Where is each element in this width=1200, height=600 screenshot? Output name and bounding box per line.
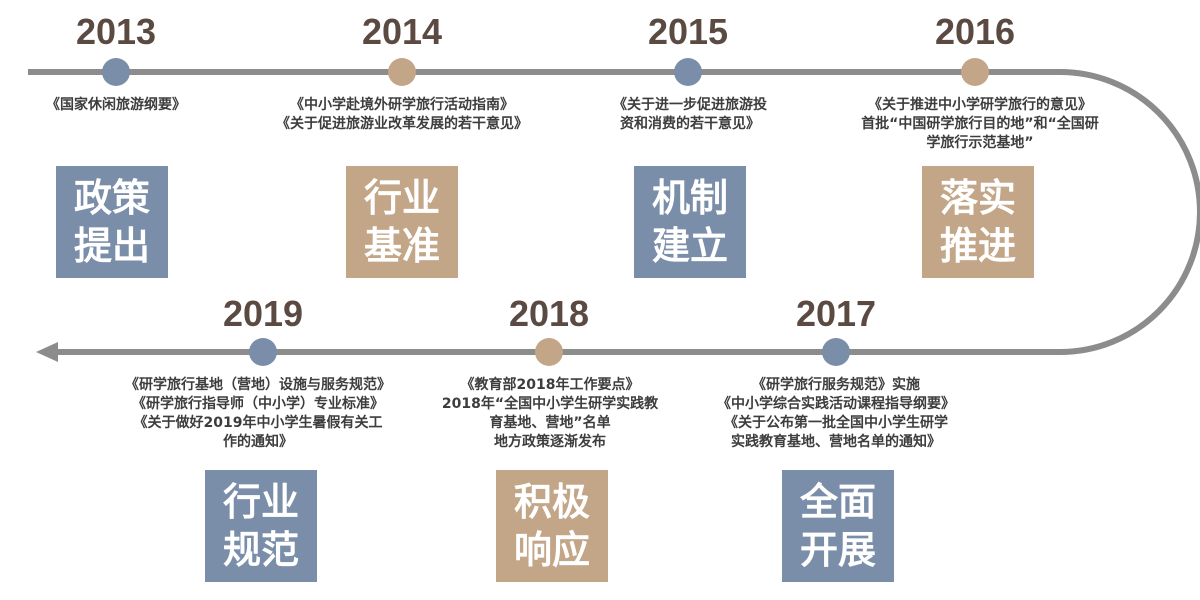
stage-box-2017: 全面 开展 bbox=[782, 470, 894, 582]
year-2017: 2017 bbox=[795, 293, 877, 334]
stage-box-2016: 落实 推进 bbox=[922, 166, 1034, 278]
policy-list-2017: 《研学旅行服务规范》实施 《中小学综合实践活动课程指导纲要》 《关于公布第一批全… bbox=[676, 376, 996, 452]
stage-label-line: 提出 bbox=[73, 224, 150, 268]
stage-label-line: 基准 bbox=[363, 224, 440, 268]
policy-line: 首批“中国研学旅行目的地”和“全国研 bbox=[861, 116, 1099, 132]
stage-label-line: 建立 bbox=[651, 224, 728, 268]
stage-label-line: 推进 bbox=[939, 224, 1016, 268]
policy-line: 《关于做好2019年中小学生暑假有关工 bbox=[133, 415, 383, 431]
year-2018: 2018 bbox=[508, 293, 590, 334]
stage-label-line: 政策 bbox=[73, 176, 150, 220]
policy-line: 学旅行示范基地” bbox=[926, 135, 1034, 151]
timeline-dot-2017 bbox=[822, 338, 850, 366]
stage-box-2015: 机制 建立 bbox=[634, 166, 746, 278]
policy-line: 育基地、营地”名单 bbox=[489, 415, 611, 431]
policy-line: 《关于公布第一批全国中小学生研学 bbox=[724, 415, 948, 431]
timeline-dot-2018 bbox=[535, 338, 563, 366]
year-2019: 2019 bbox=[222, 293, 304, 334]
policy-list-2015: 《关于进一步促进旅游投 资和消费的若干意见》 bbox=[530, 96, 850, 134]
policy-line: 《教育部2018年工作要点》 bbox=[460, 377, 640, 393]
policy-list-2013: 《国家休闲旅游纲要》 bbox=[0, 96, 276, 115]
policy-line: 《关于促进旅游业改革发展的若干意见》 bbox=[276, 116, 528, 132]
policy-line: 《关于推进中小学研学旅行的意见》 bbox=[868, 97, 1092, 113]
year-2014: 2014 bbox=[361, 11, 443, 52]
stage-box-2019: 行业 规范 bbox=[205, 470, 317, 582]
policy-line: 作的通知》 bbox=[223, 434, 293, 450]
stage-label-line: 行业 bbox=[363, 176, 440, 220]
policy-line: 《研学旅行服务规范》实施 bbox=[752, 377, 920, 393]
timeline-dot-2014 bbox=[388, 58, 416, 86]
timeline-dot-2019 bbox=[249, 338, 277, 366]
policy-line: 《中小学综合实践活动课程指导纲要》 bbox=[717, 396, 955, 412]
policy-line: 《研学旅行基地（营地）设施与服务规范》 bbox=[125, 377, 391, 393]
policy-line: 实践教育基地、营地名单的通知》 bbox=[731, 434, 941, 450]
policy-line: 地方政策逐渐发布 bbox=[494, 434, 606, 450]
stage-box-2014: 行业 基准 bbox=[346, 166, 458, 278]
policy-list-2016: 《关于推进中小学研学旅行的意见》 首批“中国研学旅行目的地”和“全国研 学旅行示… bbox=[820, 96, 1140, 153]
timeline-dot-2013 bbox=[102, 58, 130, 86]
stage-label-line: 规范 bbox=[222, 528, 299, 572]
stage-label-line: 全面 bbox=[799, 480, 876, 524]
timeline-dot-2015 bbox=[674, 58, 702, 86]
policy-line: 资和消费的若干意见》 bbox=[620, 116, 760, 132]
stage-box-2018: 积极 响应 bbox=[496, 470, 608, 582]
policy-list-2018: 《教育部2018年工作要点》 2018年“全国中小学生研学实践教 育基地、营地”… bbox=[390, 376, 710, 452]
stage-label-line: 机制 bbox=[651, 176, 728, 220]
policy-line: 《中小学赴境外研学旅行活动指南》 bbox=[290, 97, 514, 113]
stage-label-line: 积极 bbox=[513, 480, 590, 524]
stage-label-line: 行业 bbox=[222, 480, 299, 524]
year-2016: 2016 bbox=[934, 11, 1016, 52]
timeline-arrowhead bbox=[36, 342, 58, 362]
year-2013: 2013 bbox=[75, 11, 157, 52]
stage-label-line: 落实 bbox=[939, 176, 1016, 220]
stage-label-line: 响应 bbox=[513, 528, 590, 572]
policy-line: 《国家休闲旅游纲要》 bbox=[46, 97, 186, 113]
policy-line: 《研学旅行指导师（中小学）专业标准》 bbox=[132, 396, 384, 412]
policy-list-2019: 《研学旅行基地（营地）设施与服务规范》 《研学旅行指导师（中小学）专业标准》 《… bbox=[98, 376, 418, 452]
timeline-dot-2016 bbox=[961, 58, 989, 86]
policy-list-2014: 《中小学赴境外研学旅行活动指南》 《关于促进旅游业改革发展的若干意见》 bbox=[242, 96, 562, 134]
stage-box-2013: 政策 提出 bbox=[56, 166, 168, 278]
policy-line: 2018年“全国中小学生研学实践教 bbox=[441, 396, 659, 412]
year-2015: 2015 bbox=[647, 11, 729, 52]
stage-label-line: 开展 bbox=[799, 528, 876, 572]
policy-line: 《关于进一步促进旅游投 bbox=[613, 97, 767, 113]
